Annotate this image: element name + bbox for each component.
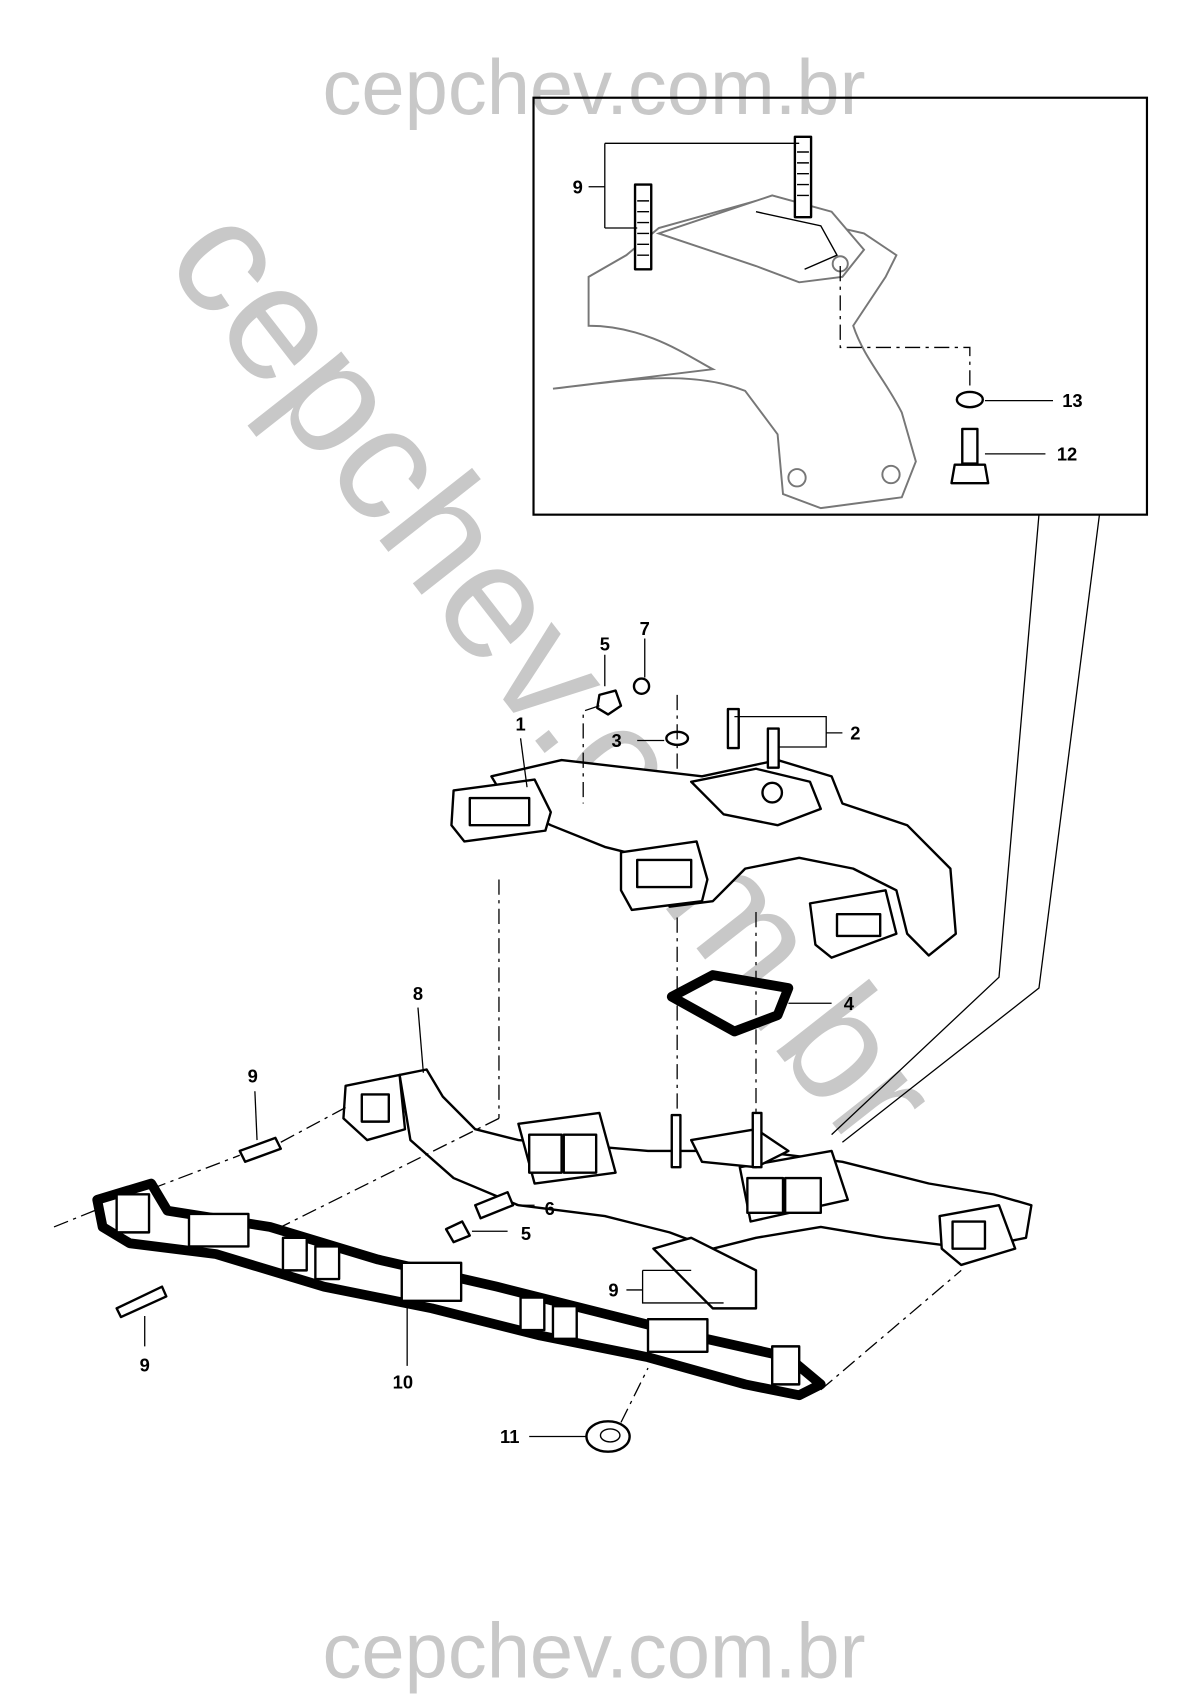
callout-5-lower: 5 [521, 1223, 531, 1244]
callout-9-left-lower: 9 [140, 1354, 150, 1375]
callout-12: 12 [1057, 443, 1077, 464]
part-2-stud [766, 727, 780, 769]
part-4-gasket [666, 970, 794, 1037]
callout-9-center: 9 [608, 1279, 618, 1300]
stud [670, 1113, 682, 1169]
callout-13: 13 [1062, 390, 1082, 411]
callout-4: 4 [844, 993, 855, 1014]
part-1-upper-manifold [450, 758, 957, 959]
callout-9-left-upper: 9 [248, 1065, 258, 1086]
callout-3: 3 [612, 730, 622, 751]
part-9-stud [238, 1136, 282, 1163]
part-2-stud [726, 707, 740, 750]
part-10-gasket [92, 1178, 826, 1401]
callout-7: 7 [640, 618, 650, 639]
stud [751, 1111, 763, 1169]
callout-8: 8 [413, 983, 423, 1004]
part-9-stud-lower [115, 1285, 168, 1319]
watermark-bottom: cepchev.com.br [322, 1606, 865, 1694]
part-8-lower-manifold [342, 1068, 1033, 1310]
part-6-bolt [474, 1191, 515, 1220]
callout-11: 11 [500, 1426, 519, 1447]
callout-2: 2 [850, 722, 860, 743]
callout-6: 6 [545, 1198, 555, 1219]
callout-10: 10 [393, 1372, 413, 1393]
part-7-nut [632, 677, 651, 696]
callout-5-top: 5 [600, 633, 610, 654]
callout-1: 1 [515, 714, 525, 735]
watermark-top: cepchev.com.br [322, 43, 865, 131]
detail-inset [532, 96, 1149, 516]
callout-9-inset: 9 [573, 176, 583, 197]
part-11-plug [585, 1420, 631, 1453]
part-5-washer [444, 1220, 471, 1244]
